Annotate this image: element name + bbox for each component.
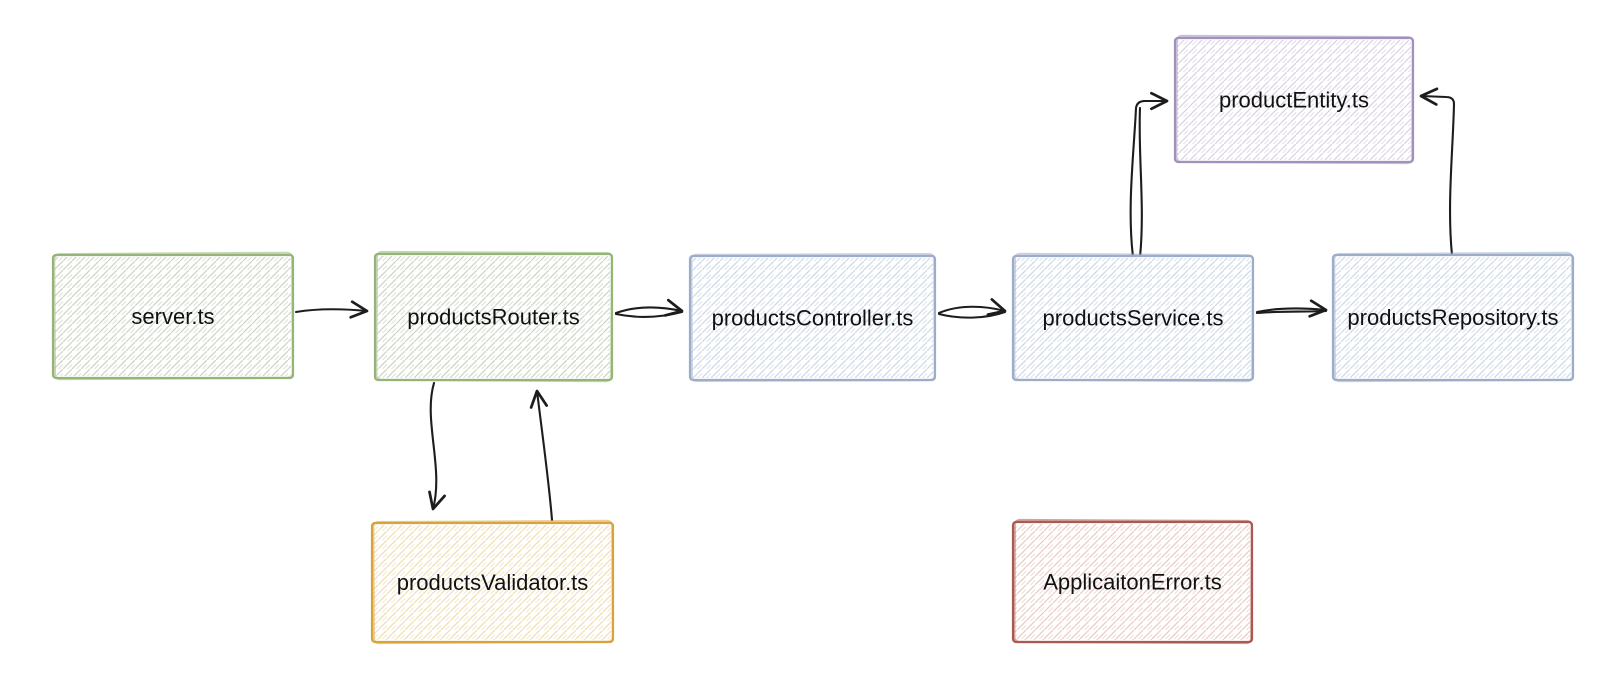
edge-products-service-product-entity: [1129, 91, 1169, 259]
node-label-products-controller: productsController.ts: [712, 306, 914, 331]
box-hatch: [55, 257, 291, 376]
box-hatch: [1015, 258, 1251, 378]
edge-line: [1255, 299, 1328, 318]
edge-line: [529, 389, 554, 522]
edge-line: [937, 298, 1007, 316]
edge-line: [614, 310, 684, 318]
edge-line: [294, 300, 369, 319]
edge-line: [614, 298, 684, 317]
node-products-repository: productsRepository.ts: [1331, 251, 1575, 383]
box-hatch: [692, 258, 933, 378]
node-label-application-error: ApplicaitonError.ts: [1043, 570, 1222, 595]
box-border-sketch: [375, 250, 613, 383]
edge-products-router-products-validator: [428, 381, 446, 511]
box-border-sketch: [690, 252, 936, 383]
box-border-sketch: [1013, 518, 1253, 645]
edge-products-router-products-controller: [614, 298, 684, 318]
edge-line: [1419, 87, 1456, 257]
edge-line: [428, 381, 446, 511]
box-hatch: [377, 256, 610, 378]
node-layer: server.ts productsRouter.ts productsContro…: [51, 34, 1575, 645]
node-label-products-service: productsService.ts: [1043, 306, 1224, 331]
box-hatch: [1335, 257, 1571, 378]
edge-line: [1129, 91, 1169, 259]
box-border-sketch: [1333, 251, 1574, 383]
edge-products-validator-products-router: [529, 389, 554, 522]
edge-products-controller-products-service: [937, 298, 1007, 319]
node-products-service: productsService.ts: [1011, 252, 1255, 383]
box-border-sketch: [53, 251, 294, 381]
node-server: server.ts: [51, 251, 295, 381]
node-label-products-repository: productsRepository.ts: [1347, 305, 1558, 330]
box-hatch: [1177, 40, 1411, 160]
box-hatch: [1015, 524, 1250, 640]
node-label-server: server.ts: [131, 304, 214, 329]
edge-layer: [294, 87, 1456, 522]
node-products-router: productsRouter.ts: [373, 250, 614, 383]
box-border-sketch: [1013, 252, 1254, 383]
edge-line: [1138, 106, 1143, 259]
box-border-sketch: [1175, 34, 1414, 165]
node-products-controller: productsController.ts: [688, 252, 937, 383]
node-label-products-validator: productsValidator.ts: [397, 570, 589, 595]
node-products-validator: productsValidator.ts: [370, 519, 615, 645]
box-border-sketch: [372, 519, 614, 645]
edge-line: [937, 310, 1007, 319]
node-application-error: ApplicaitonError.ts: [1011, 518, 1254, 645]
edge-server-products-router: [294, 300, 369, 319]
node-label-product-entity: productEntity.ts: [1219, 88, 1369, 113]
box-hatch: [374, 525, 611, 640]
edge-products-repository-product-entity: [1419, 87, 1456, 257]
node-label-products-router: productsRouter.ts: [407, 305, 579, 330]
node-product-entity: productEntity.ts: [1173, 34, 1415, 165]
edge-products-service-products-repository: [1255, 299, 1328, 318]
edge-line: [1255, 309, 1328, 315]
